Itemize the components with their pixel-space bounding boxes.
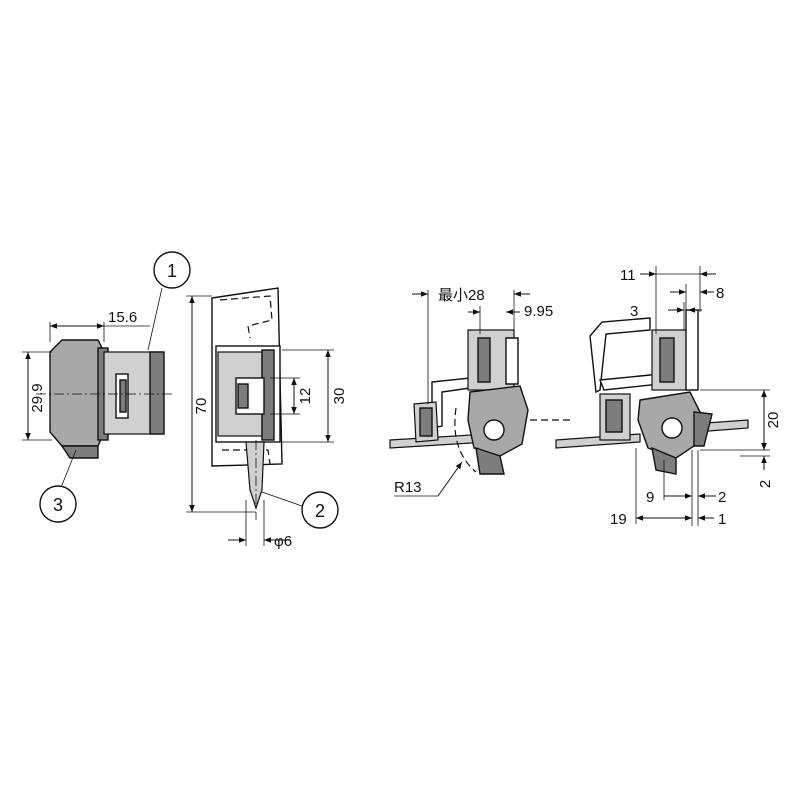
dim-19: 19	[610, 511, 627, 528]
dim-70: 70	[193, 398, 210, 415]
side-dimensions: 70 12 30 φ6	[186, 295, 348, 550]
dim-15-6: 15.6	[108, 309, 137, 326]
install-view-2	[555, 309, 749, 475]
install-view-1	[389, 329, 570, 475]
callout-2: 2	[261, 491, 339, 529]
front-view	[36, 339, 172, 459]
svg-text:3: 3	[53, 495, 63, 515]
dim-30: 30	[331, 388, 348, 405]
dim-11: 11	[620, 267, 636, 284]
install-view-2-dimensions: 11 8 3 20 2 9 2 19 1	[610, 266, 782, 528]
dim-12: 12	[297, 388, 314, 405]
callout-3: 3	[39, 449, 77, 523]
dim-8: 8	[716, 285, 724, 302]
dim-phi6: φ6	[274, 533, 292, 550]
dim-2-bottom: 2	[718, 489, 726, 506]
callout-1: 1	[147, 251, 191, 351]
dim-1: 1	[718, 511, 726, 528]
svg-text:1: 1	[167, 261, 177, 281]
install-view-1-dimensions: 最小28 9.95 R13	[394, 287, 553, 497]
dim-9-95: 9.95	[524, 303, 553, 320]
side-view	[211, 287, 283, 520]
dim-r13: R13	[394, 479, 422, 496]
dim-2-vertical: 2	[757, 480, 774, 488]
dim-min-28: 最小28	[438, 287, 485, 304]
svg-text:2: 2	[315, 501, 325, 521]
dim-3: 3	[630, 303, 638, 320]
dim-29-9: 29.9	[29, 383, 46, 412]
dim-20: 20	[765, 412, 782, 429]
front-dimensions: 15.6 29.9	[22, 309, 150, 441]
dim-9: 9	[646, 489, 654, 506]
